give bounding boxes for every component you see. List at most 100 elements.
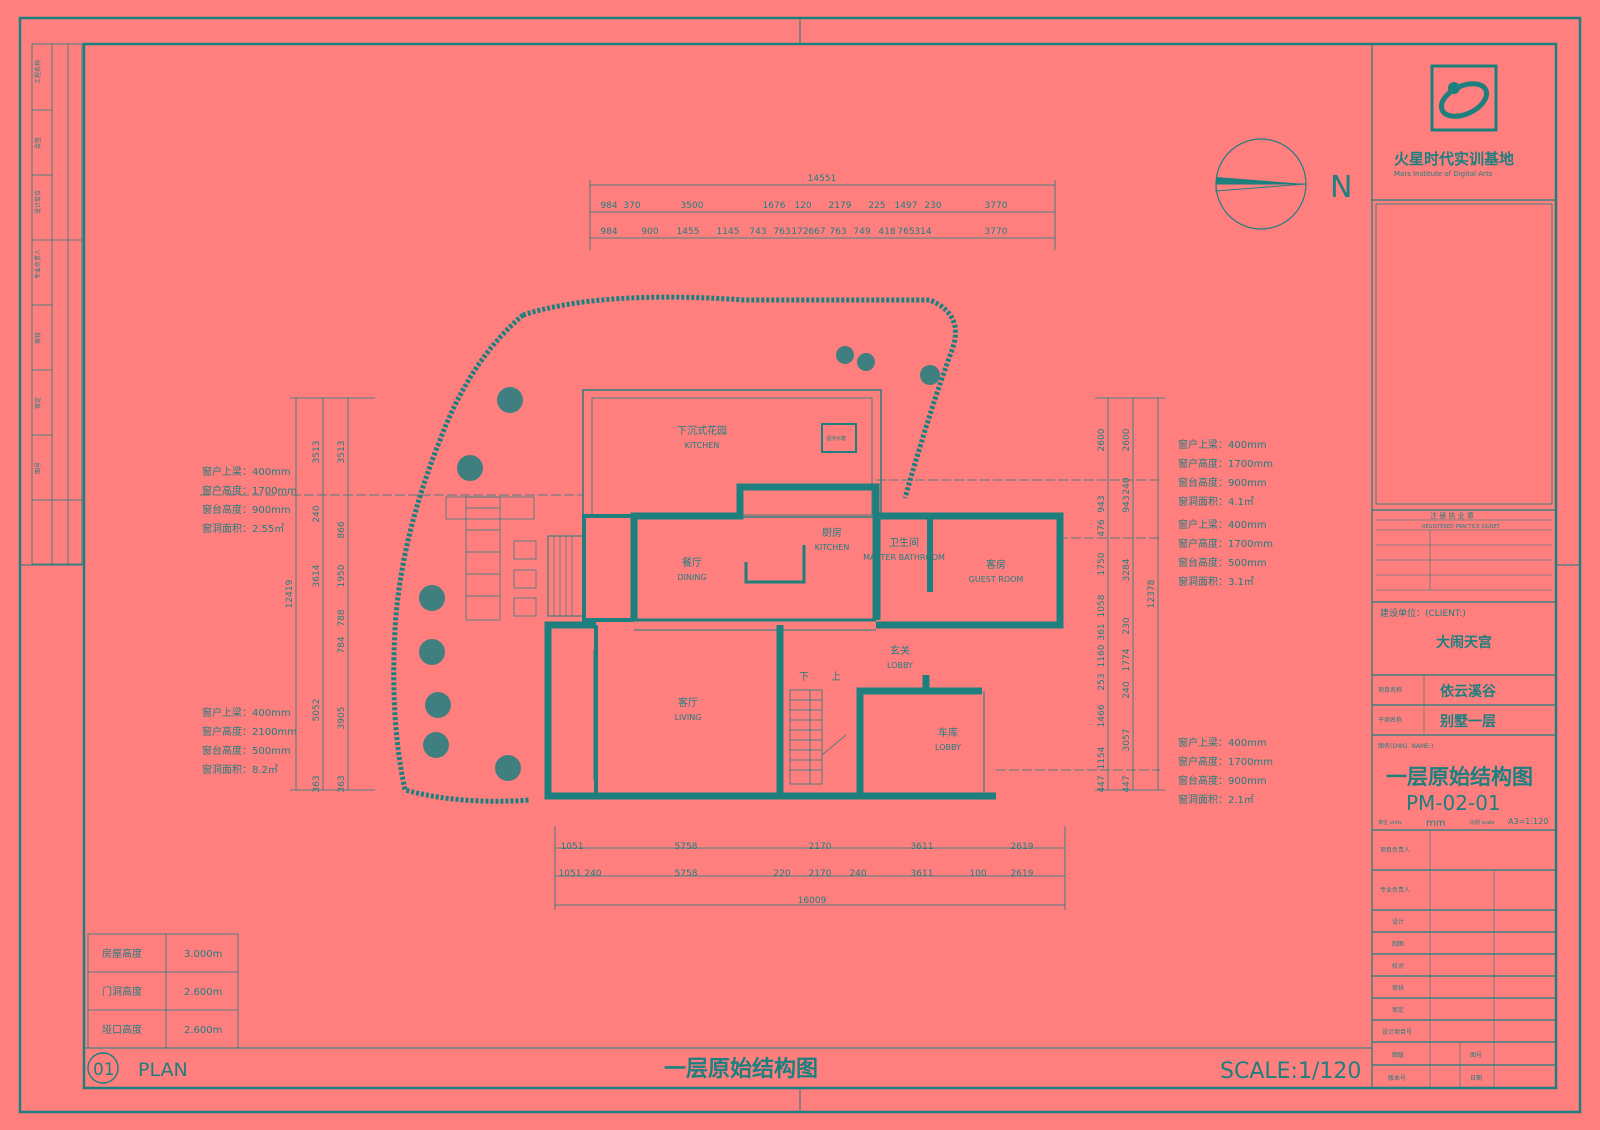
left-strip [31, 43, 83, 565]
dim-bottom-r2: 240 [849, 869, 866, 879]
unit-label: 单位 units [1378, 819, 1402, 826]
window-note: 窗户上梁：400mm [202, 465, 291, 478]
strip-label: 图号 [35, 462, 42, 474]
dim-top-r2: 763 [773, 227, 790, 237]
strip-label: 工程名称 [34, 60, 42, 84]
window-note: 窗台高度：900mm [1178, 476, 1267, 489]
shrub-icon [836, 346, 854, 364]
tb-row-label: 校对 [1392, 962, 1404, 970]
scale-label: 比例 scale [1470, 819, 1494, 826]
room-labels: 下沉式花园 KITCHEN 厨房 KITCHEN 餐厅 DINING 卫生间 M… [675, 424, 1024, 752]
tb-bottom-cell: 日期 [1470, 1074, 1482, 1082]
strip-label: 设计单位 [34, 190, 42, 214]
paving [445, 496, 537, 621]
window-note: 窗洞面积：2.55㎡ [202, 522, 284, 535]
dim-top-r2: 763 [829, 227, 846, 237]
dim-right-inner: 1160 [1097, 644, 1107, 667]
tb-row-label: 审定 [1392, 1006, 1404, 1014]
tb-row-label: 项目负责人 [1380, 846, 1410, 854]
dim-left-inner: 3905 [337, 707, 347, 730]
stamp-subtitle: REGISTERED PRACTICE SIGNET [1422, 524, 1501, 530]
water-tank-label: 湿池水箱 [826, 435, 846, 442]
dim-left-outer: 363 [312, 775, 322, 792]
window-note: 窗洞面积：2.1㎡ [1178, 793, 1254, 806]
dim-right-inner: 476 [1097, 519, 1107, 536]
window-note: 窗户高度：1700mm [1178, 457, 1273, 470]
dim-right-outer: 447 [1122, 775, 1132, 792]
dim-bottom-r2: 100 [969, 869, 986, 879]
window-note: 窗户上梁：400mm [1178, 438, 1267, 451]
room-label-en: DINING [677, 573, 706, 582]
inner-frame [82, 42, 1558, 1090]
window-note: 窗户上梁：400mm [1178, 518, 1267, 531]
dim-bottom-r1: 2170 [809, 842, 832, 852]
shrub-icon [423, 732, 449, 758]
dim-bottom-r2: 240 [584, 869, 601, 879]
dim-right-inner: 1058 [1097, 594, 1107, 617]
dim-top-r1: 230 [924, 201, 941, 211]
tb-row-label: 设计 [1392, 918, 1404, 926]
height-label: 垭口高度 [102, 1023, 142, 1036]
dim-top-r2: 743 [749, 227, 766, 237]
dim-bottom-total: 16009 [798, 896, 827, 906]
room-label-cn: 客厅 [678, 696, 698, 709]
dim-top-total: 14551 [808, 174, 837, 184]
dim-left-outer: 5052 [312, 699, 322, 722]
room-label-cn: 餐厅 [682, 556, 702, 569]
shrub-icons [419, 346, 940, 781]
dim-bottom-r2: 1051 [559, 869, 582, 879]
dim-top-r2: 172 [791, 227, 808, 237]
stairs [789, 689, 847, 785]
shrub-icon [495, 755, 521, 781]
dim-right-outer: 943 [1122, 495, 1132, 512]
dim-left-inner: 784 [337, 636, 347, 653]
dim-right-inner: 253 [1097, 673, 1107, 690]
dim-top-r1: 120 [794, 201, 811, 211]
dim-bottom-r2: 5758 [675, 869, 698, 879]
plan-number: 01 [93, 1060, 115, 1080]
dim-top-r2: 900 [641, 227, 658, 237]
dim-left-outer: 3614 [312, 564, 322, 587]
dim-left-inner: 788 [337, 609, 347, 626]
dim-left-inner: 1950 [337, 564, 347, 587]
window-note: 窗户上梁：400mm [202, 706, 291, 719]
project-name: 依云溪谷 [1440, 683, 1497, 700]
strip-label: 专业负责人 [34, 249, 42, 279]
dim-left-inner: 866 [337, 521, 347, 538]
tb-row-label: 审核 [1392, 984, 1404, 992]
dim-top-r2: 765 [897, 227, 914, 237]
dim-bottom-r2: 3611 [911, 869, 934, 879]
dimension-lines [200, 180, 1165, 910]
dim-right-outer: 240 [1122, 477, 1132, 494]
window-note: 窗户上梁：400mm [1178, 736, 1267, 749]
window-note: 窗洞面积：4.1㎡ [1178, 495, 1254, 508]
dim-top-r1: 3500 [681, 201, 704, 211]
dim-right-inner: 2600 [1097, 428, 1107, 451]
window-note: 窗户高度：1700mm [1178, 755, 1273, 768]
garden-hedge-west [391, 313, 531, 804]
dim-top-r2: 1145 [717, 227, 740, 237]
strip-label: 会签 [34, 137, 42, 149]
dim-left-outer: 240 [312, 505, 322, 522]
dim-top-r2: 667 [808, 227, 825, 237]
dim-left-outer: 3513 [312, 441, 322, 464]
footer-scale: SCALE:1/120 [1220, 1059, 1361, 1084]
dim-bottom-r1: 5758 [675, 842, 698, 852]
tb-row-label: 专业负责人 [1380, 886, 1410, 894]
shrub-icon [497, 387, 523, 413]
dim-top-r1: 370 [623, 201, 640, 211]
dim-top-r1: 3770 [985, 201, 1008, 211]
room-label-en: KITCHEN [815, 543, 850, 552]
client-name: 大闹天宫 [1436, 634, 1492, 651]
room-label-en: GUEST ROOM [969, 575, 1024, 584]
dim-top-r2: 984 [600, 227, 617, 237]
strip-label: 审核 [34, 332, 42, 344]
dim-top-r1: 225 [868, 201, 885, 211]
height-value: 3.000m [184, 949, 222, 960]
project-label: 项目名称 [1378, 686, 1402, 694]
compass-arrow-icon [1216, 177, 1306, 184]
dim-top-r1: 1497 [895, 201, 918, 211]
room-label-en: KITCHEN [685, 441, 720, 450]
window-note: 窗洞面积：3.1㎡ [1178, 575, 1254, 588]
